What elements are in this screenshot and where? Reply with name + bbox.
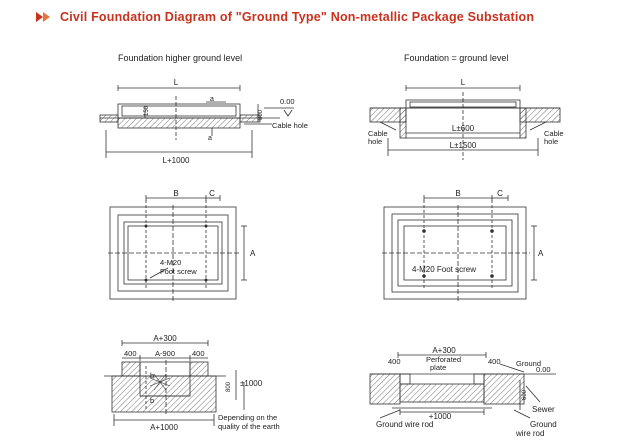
label-zero-br: 0.00 <box>536 365 551 374</box>
top-left-section <box>99 85 294 158</box>
label-cable-hole-left-2: hole <box>368 137 382 146</box>
label-B-mr: B <box>455 189 460 198</box>
panel-left-title: Foundation higher ground level <box>118 53 243 63</box>
panel-right-title: Foundation = ground level <box>404 53 509 63</box>
mid-right-screws <box>422 229 494 278</box>
top-right-section <box>369 85 561 160</box>
label-L-tl: L <box>174 78 179 87</box>
label-cable-hole-right-2: hole <box>544 137 558 146</box>
label-sewer: Sewer <box>532 405 555 414</box>
label-A-ml: A <box>250 249 256 258</box>
label-800-bl: 800 <box>226 381 232 392</box>
label-ground: Ground <box>516 359 541 368</box>
label-ground-wire-rod-left: Ground wire rod <box>376 420 433 429</box>
label-L-tr: L <box>461 78 466 87</box>
label-400-bl-right: 400 <box>192 349 205 358</box>
label-C-ml: C <box>209 189 215 198</box>
label-perforated-2: plate <box>430 363 446 372</box>
label-cable-hole-left-1: Cable <box>368 129 388 138</box>
page-title: Civil Foundation Diagram of "Ground Type… <box>60 10 535 24</box>
label-cable-hole-right-1: Cable <box>544 129 564 138</box>
label-a-minus-900: A-900 <box>155 349 175 358</box>
label-l-plus-1000: L+1000 <box>163 156 190 165</box>
label-l-pm-600: L±600 <box>452 124 475 133</box>
label-perforated-1: Perforated <box>426 355 461 364</box>
label-A-mr: A <box>538 249 544 258</box>
label-ground-wire-rod-right: wire rod <box>515 429 544 438</box>
label-a-plus-300-br: A+300 <box>432 346 456 355</box>
label-a-plus-300: A+300 <box>153 334 177 343</box>
label-a-bottom: a <box>208 135 212 142</box>
label-600-br: 600 <box>522 389 528 400</box>
grounding-grid-icon <box>149 373 171 391</box>
label-B-ml: B <box>173 189 178 198</box>
label-m20-ml: 4-M20 <box>160 258 181 267</box>
label-400-br-right: 400 <box>488 357 501 366</box>
label-depending-1: Depending on the <box>218 413 277 422</box>
label-a-top: a <box>210 96 214 103</box>
label-plus-1000-bl: ±1000 <box>240 379 263 388</box>
label-800: 800 <box>258 109 264 120</box>
label-150: 150 <box>144 105 150 116</box>
mid-left-plan <box>108 195 247 302</box>
mid-left-screws <box>144 224 208 282</box>
label-depending-2: quality of the earth <box>218 422 280 431</box>
label-zero-tl: 0.00 <box>280 97 295 106</box>
label-ground-br: Ground <box>530 420 557 429</box>
bottom-left-section <box>104 340 245 426</box>
label-b-top: b <box>150 371 154 380</box>
label-l-pm-1500: L±1500 <box>450 141 477 150</box>
mid-right-plan <box>382 195 537 302</box>
label-foot-screw-ml: Foot screw <box>160 267 197 276</box>
label-400-br-left: 400 <box>388 357 401 366</box>
double-chevron-right-icon <box>36 12 50 22</box>
label-C-mr: C <box>497 189 503 198</box>
label-b-bottom: b <box>150 396 154 405</box>
label-m20-full: 4-M20 Foot screw <box>412 265 476 274</box>
title-bar: Civil Foundation Diagram of "Ground Type… <box>36 10 534 24</box>
label-cable-hole-tl: Cable hole <box>272 121 308 130</box>
bottom-right-section <box>369 352 556 419</box>
label-a-plus-1000: A+1000 <box>150 423 178 432</box>
label-plus1000-br: +1000 <box>429 412 452 421</box>
label-400-bl-left: 400 <box>124 349 137 358</box>
